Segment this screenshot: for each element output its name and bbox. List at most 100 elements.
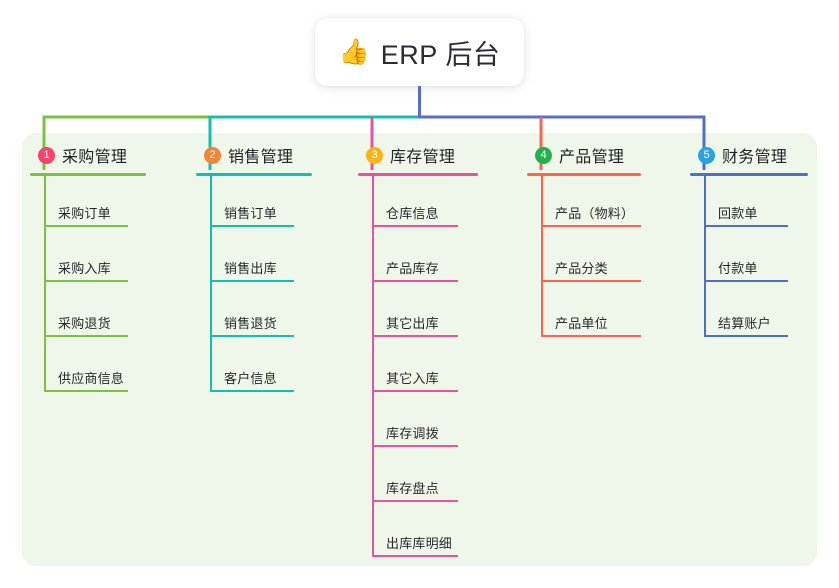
column-items-1: 采购订单采购入库采购退货供应商信息 bbox=[30, 176, 146, 396]
column-badge-2: 2 bbox=[204, 146, 221, 164]
list-item-label: 采购退货 bbox=[58, 316, 111, 331]
diagram-panel bbox=[22, 133, 817, 566]
column-4: 4 产品管理产品（物料） 产品分类产品单位 bbox=[527, 144, 641, 341]
column-badge-1: 1 bbox=[38, 146, 55, 164]
list-item-label: 产品（物料） bbox=[555, 206, 635, 221]
column-spine-4 bbox=[541, 176, 543, 337]
column-rule-2 bbox=[196, 173, 312, 176]
column-rule-5 bbox=[690, 173, 808, 176]
list-item[interactable]: 采购入库 bbox=[30, 231, 146, 286]
list-item-rule bbox=[44, 335, 128, 337]
column-header-2[interactable]: 2 销售管理 bbox=[196, 144, 312, 166]
column-header-5[interactable]: 5 财务管理 bbox=[690, 144, 808, 166]
list-item-label: 销售订单 bbox=[224, 206, 277, 221]
list-item[interactable]: 销售退货 bbox=[196, 286, 312, 341]
list-item[interactable]: 供应商信息 bbox=[30, 341, 146, 396]
column-badge-4: 4 bbox=[535, 146, 552, 164]
list-item-rule bbox=[44, 225, 128, 227]
thumbs-up-icon: 👍 bbox=[338, 37, 370, 66]
list-item[interactable]: 其它入库 bbox=[358, 341, 478, 396]
list-item-label: 采购入库 bbox=[58, 261, 111, 276]
column-spine-5 bbox=[704, 176, 706, 337]
list-item-rule bbox=[210, 390, 294, 392]
column-rule-1 bbox=[30, 173, 146, 176]
list-item[interactable]: 出库库明细 bbox=[358, 506, 478, 561]
list-item-rule bbox=[372, 280, 458, 282]
list-item-rule bbox=[44, 280, 128, 282]
list-item-rule bbox=[704, 280, 788, 282]
list-item-label: 客户信息 bbox=[224, 371, 277, 386]
list-item-label: 其它出库 bbox=[386, 316, 439, 331]
column-title-5: 财务管理 bbox=[722, 149, 788, 166]
column-items-5: 回款单付款单结算账户 bbox=[690, 176, 808, 341]
list-item-label: 库存调拨 bbox=[386, 426, 439, 441]
list-item-rule bbox=[372, 445, 458, 447]
column-spine-3 bbox=[372, 176, 374, 557]
list-item[interactable]: 产品（物料） bbox=[527, 176, 641, 231]
list-item-rule bbox=[44, 390, 128, 392]
list-item-rule bbox=[210, 280, 294, 282]
list-item[interactable]: 结算账户 bbox=[690, 286, 808, 341]
root-node-content: 👍 ERP 后台 bbox=[339, 33, 501, 72]
column-items-3: 仓库信息产品库存其它出库其它入库库存调拨库存盘点出库库明细 bbox=[358, 176, 478, 561]
column-header-1[interactable]: 1 采购管理 bbox=[30, 144, 146, 166]
column-title-3: 库存管理 bbox=[390, 149, 456, 166]
column-items-4: 产品（物料） 产品分类产品单位 bbox=[527, 176, 641, 341]
list-item-label: 付款单 bbox=[718, 261, 758, 276]
list-item[interactable]: 客户信息 bbox=[196, 341, 312, 396]
list-item-label: 产品库存 bbox=[386, 261, 439, 276]
root-title: ERP 后台 bbox=[380, 39, 501, 70]
list-item-label: 仓库信息 bbox=[386, 206, 439, 221]
list-item[interactable]: 销售订单 bbox=[196, 176, 312, 231]
list-item[interactable]: 回款单 bbox=[690, 176, 808, 231]
list-item[interactable]: 库存调拨 bbox=[358, 396, 478, 451]
list-item[interactable]: 付款单 bbox=[690, 231, 808, 286]
list-item[interactable]: 产品分类 bbox=[527, 231, 641, 286]
list-item-label: 产品单位 bbox=[555, 316, 608, 331]
list-item[interactable]: 库存盘点 bbox=[358, 451, 478, 506]
column-badge-3: 3 bbox=[366, 146, 383, 164]
list-item-label: 销售退货 bbox=[224, 316, 277, 331]
column-items-2: 销售订单销售出库销售退货客户信息 bbox=[196, 176, 312, 396]
list-item-rule bbox=[541, 225, 641, 227]
column-header-4[interactable]: 4 产品管理 bbox=[527, 144, 641, 166]
column-title-2: 销售管理 bbox=[228, 149, 294, 166]
list-item-rule bbox=[704, 225, 788, 227]
column-3: 3 库存管理仓库信息产品库存其它出库其它入库库存调拨库存盘点出库库明细 bbox=[358, 144, 478, 561]
column-2: 2 销售管理销售订单销售出库销售退货客户信息 bbox=[196, 144, 312, 396]
list-item-label: 销售出库 bbox=[224, 261, 277, 276]
list-item[interactable]: 产品单位 bbox=[527, 286, 641, 341]
column-badge-5: 5 bbox=[698, 146, 715, 164]
list-item[interactable]: 仓库信息 bbox=[358, 176, 478, 231]
list-item-rule bbox=[372, 500, 458, 502]
list-item[interactable]: 销售出库 bbox=[196, 231, 312, 286]
list-item-rule bbox=[210, 335, 294, 337]
column-1: 1 采购管理采购订单采购入库采购退货供应商信息 bbox=[30, 144, 146, 396]
list-item-label: 结算账户 bbox=[718, 316, 771, 331]
root-node[interactable]: 👍 ERP 后台 bbox=[315, 18, 524, 86]
list-item[interactable]: 采购退货 bbox=[30, 286, 146, 341]
column-title-4: 产品管理 bbox=[559, 149, 625, 166]
list-item-label: 其它入库 bbox=[386, 371, 439, 386]
list-item-rule bbox=[372, 335, 458, 337]
list-item-label: 采购订单 bbox=[58, 206, 111, 221]
list-item[interactable]: 采购订单 bbox=[30, 176, 146, 231]
column-5: 5 财务管理回款单付款单结算账户 bbox=[690, 144, 808, 341]
list-item-label: 回款单 bbox=[718, 206, 758, 221]
list-item-rule bbox=[541, 335, 641, 337]
column-header-3[interactable]: 3 库存管理 bbox=[358, 144, 478, 166]
list-item[interactable]: 其它出库 bbox=[358, 286, 478, 341]
column-spine-2 bbox=[210, 176, 212, 392]
list-item-rule bbox=[372, 225, 458, 227]
list-item-rule bbox=[704, 335, 788, 337]
list-item-label: 出库库明细 bbox=[386, 536, 453, 551]
column-title-1: 采购管理 bbox=[62, 149, 128, 166]
column-rule-3 bbox=[358, 173, 478, 176]
list-item-rule bbox=[372, 390, 458, 392]
list-item-label: 供应商信息 bbox=[58, 371, 125, 386]
column-spine-1 bbox=[44, 176, 46, 392]
list-item[interactable]: 产品库存 bbox=[358, 231, 478, 286]
list-item-rule bbox=[210, 225, 294, 227]
column-rule-4 bbox=[527, 173, 641, 176]
